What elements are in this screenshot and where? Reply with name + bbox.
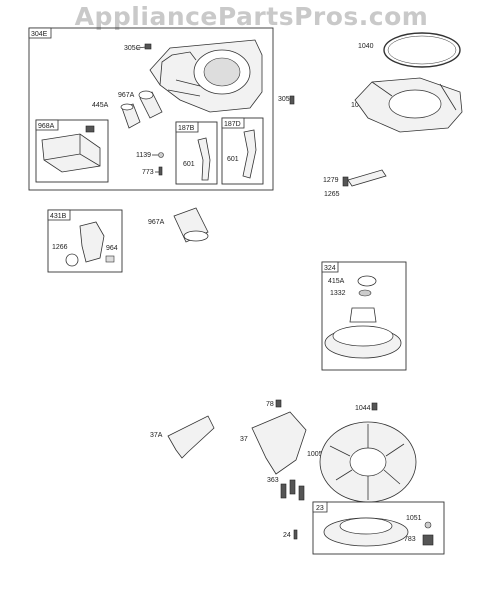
flywheel-23-part[interactable] bbox=[323, 517, 409, 547]
baffle-37-part[interactable] bbox=[251, 411, 307, 475]
label-601-b: 601 bbox=[183, 161, 195, 168]
label-1266: 1266 bbox=[52, 244, 68, 251]
label-78: 78 bbox=[266, 401, 274, 408]
label-1040: 1040 bbox=[358, 43, 374, 50]
ring-1040-part[interactable] bbox=[383, 32, 461, 68]
screen-1040d-part[interactable] bbox=[354, 77, 463, 133]
label-1044: 1044 bbox=[355, 405, 371, 412]
group-324: 324 415A 1332 bbox=[321, 261, 407, 371]
group-431b: 431B 1266 964 bbox=[47, 209, 123, 273]
blower-housing-part[interactable] bbox=[149, 39, 263, 113]
elbow-431b-part[interactable] bbox=[65, 221, 115, 267]
label-967a-top: 967A bbox=[118, 92, 135, 99]
group-label-324: 324 bbox=[324, 265, 336, 272]
bolts-363-part[interactable] bbox=[280, 479, 305, 501]
label-1139: 1139 bbox=[136, 152, 151, 159]
bracket-1265-part[interactable] bbox=[342, 169, 387, 187]
label-601-d: 601 bbox=[227, 156, 239, 163]
group-label-23: 23 bbox=[316, 505, 324, 512]
label-964: 964 bbox=[106, 245, 118, 252]
label-1265: 1265 bbox=[324, 191, 340, 198]
label-967a-mid: 967A bbox=[148, 219, 165, 226]
group-label-431b: 431B bbox=[50, 213, 67, 220]
label-37: 37 bbox=[240, 436, 248, 443]
clip-1332-part[interactable] bbox=[358, 289, 372, 297]
air-cleaner-968a-part[interactable] bbox=[41, 125, 101, 173]
label-1051: 1051 bbox=[406, 515, 422, 522]
label-773: 773 bbox=[142, 169, 154, 176]
label-24: 24 bbox=[283, 532, 291, 539]
nut-783-part[interactable] bbox=[422, 534, 434, 546]
group-label-304e: 304E bbox=[31, 31, 48, 38]
label-1279: 1279 bbox=[323, 177, 339, 184]
label-1332: 1332 bbox=[330, 290, 346, 297]
label-305c: 305C bbox=[124, 45, 141, 52]
cap-415a-part[interactable] bbox=[357, 275, 377, 287]
tube-967a-mid-part[interactable] bbox=[173, 207, 209, 243]
screen-324-part[interactable] bbox=[324, 307, 402, 359]
link-601-d-part[interactable] bbox=[242, 129, 257, 179]
flywheel-1005-part[interactable] bbox=[319, 421, 417, 503]
label-363: 363 bbox=[267, 477, 279, 484]
label-783: 783 bbox=[404, 536, 416, 543]
watermark-text: AppliancePartsPros.com bbox=[74, 2, 429, 31]
group-23: 23 1051 783 bbox=[312, 501, 445, 555]
deflector-37a-part[interactable] bbox=[167, 415, 215, 459]
label-305: 305 bbox=[278, 96, 290, 103]
group-label-968a: 968A bbox=[38, 123, 55, 130]
label-415a: 415A bbox=[328, 278, 345, 285]
group-label-187d: 187D bbox=[224, 121, 241, 128]
link-601-b-part[interactable] bbox=[197, 137, 211, 181]
label-445a: 445A bbox=[92, 102, 109, 109]
tube-967a-part[interactable] bbox=[138, 90, 163, 119]
label-37a: 37A bbox=[150, 432, 163, 439]
group-304e: 304E 305C 967A 445A 968A bbox=[28, 27, 274, 191]
label-1005: 1005 bbox=[307, 451, 323, 458]
filter-445a-part[interactable] bbox=[120, 103, 141, 129]
washer-1051-part[interactable] bbox=[424, 521, 432, 529]
group-label-187b: 187B bbox=[178, 125, 195, 132]
